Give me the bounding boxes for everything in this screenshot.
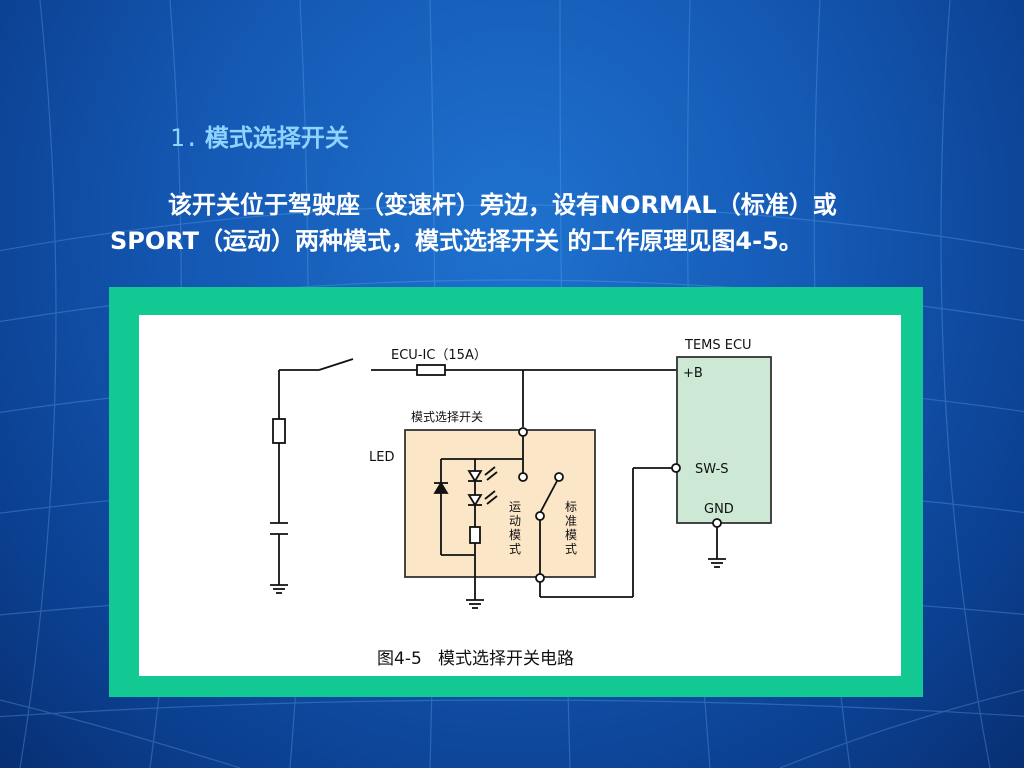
sws-terminal xyxy=(671,463,681,473)
switch-top-terminal xyxy=(518,427,528,437)
sport-mode-char: 运 xyxy=(509,500,521,514)
sport-mode-char: 式 xyxy=(509,542,521,556)
gnd-terminal xyxy=(712,518,722,528)
pin-gnd-label: GND xyxy=(704,502,734,517)
mode-switch-blade xyxy=(539,480,558,514)
ecu-ic-fuse-icon xyxy=(416,364,446,376)
sport-contact xyxy=(518,472,528,482)
led-resistor-icon xyxy=(469,526,481,544)
sport-mode-char: 模 xyxy=(509,528,521,542)
led-label: LED xyxy=(369,450,394,465)
normal-mode-char: 标 xyxy=(565,500,577,514)
ecu-label: TEMS ECU xyxy=(684,338,752,353)
pin-sws-label: SW-S xyxy=(695,462,729,477)
switch-ground-icon xyxy=(466,599,484,609)
figure-caption: 图4-5 模式选择开关电路 xyxy=(377,649,574,669)
normal-mode-char: 准 xyxy=(565,514,577,528)
switch-bottom-terminal xyxy=(535,573,545,583)
paragraph-line-2: SPORT（运动）两种模式，模式选择开关 的工作原理见图4-5。 xyxy=(110,227,803,255)
pin-b-label: +B xyxy=(683,366,703,381)
heading-number: 1. xyxy=(170,124,199,152)
led-icon-2 xyxy=(467,490,498,507)
normal-contact xyxy=(554,472,564,482)
switch-label: 模式选择开关 xyxy=(411,410,483,424)
diode-icon xyxy=(433,481,449,494)
ignition-switch-blade xyxy=(318,358,354,371)
figure-panel: ECU-IC（15A） 模式选择开关 LED TEMS ECU +B SW-S … xyxy=(139,315,901,676)
sport-mode-label: 运 动 模 式 xyxy=(509,500,521,556)
normal-mode-char: 模 xyxy=(565,528,577,542)
switch-pivot xyxy=(535,511,545,521)
ecu-ground-icon xyxy=(708,558,726,568)
slide-heading: 1.模式选择开关 xyxy=(170,118,349,153)
led-icon-1 xyxy=(467,466,498,483)
paragraph-line-1: 该开关位于驾驶座（变速杆）旁边，设有NORMAL（标准）或 xyxy=(168,191,837,219)
figure-frame: ECU-IC（15A） 模式选择开关 LED TEMS ECU +B SW-S … xyxy=(109,287,923,697)
left-ground-icon xyxy=(270,584,288,594)
normal-mode-char: 式 xyxy=(565,542,577,556)
description-paragraph: 该开关位于驾驶座（变速杆）旁边，设有NORMAL（标准）或 SPORT（运动）两… xyxy=(110,187,940,259)
left-fuse-icon xyxy=(272,418,286,444)
sport-mode-char: 动 xyxy=(509,514,521,528)
circuit-diagram: ECU-IC（15A） 模式选择开关 LED TEMS ECU +B SW-S … xyxy=(270,338,772,669)
fuse-label: ECU-IC（15A） xyxy=(391,348,487,363)
heading-text: 模式选择开关 xyxy=(204,124,349,152)
tems-ecu-box xyxy=(676,356,772,524)
normal-mode-label: 标 准 模 式 xyxy=(565,500,577,556)
mode-switch-box xyxy=(404,429,596,578)
